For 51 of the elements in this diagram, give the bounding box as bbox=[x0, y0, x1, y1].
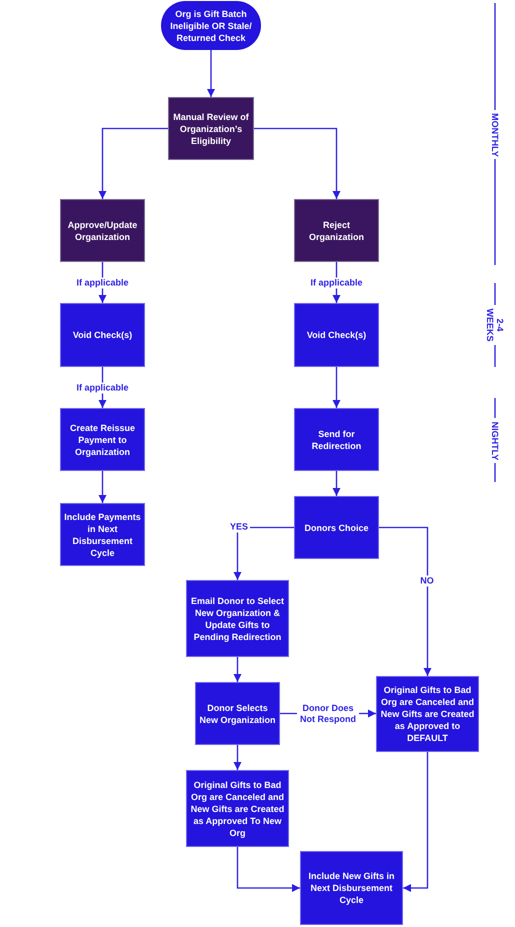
review-box bbox=[60, 199, 145, 262]
box-label: Include New Gifts in Next Disbursement Cycle bbox=[307, 870, 396, 906]
box-label: Original Gifts to Bad Org are Canceled and New Gifts are Created as Approved to DEFAULT bbox=[380, 684, 476, 744]
process-box bbox=[186, 580, 289, 657]
period-label: NIGHTLY bbox=[490, 420, 500, 462]
arrow bbox=[234, 657, 242, 682]
edge-label: If applicable bbox=[308, 277, 364, 288]
box-label: Approve/Update Organization bbox=[66, 218, 138, 242]
review-box bbox=[294, 199, 379, 262]
period-label: MONTHLY bbox=[490, 112, 500, 158]
box-label: Manual Review of Organization’s Eligibility bbox=[172, 110, 250, 146]
arrow bbox=[207, 50, 215, 97]
edge-label: YES bbox=[228, 522, 250, 532]
edge-label: NO bbox=[418, 576, 436, 586]
box-label: Include Payments in Next Disbursement Cycle bbox=[63, 510, 142, 558]
box-label: Create Reissue Payment to Organization bbox=[68, 422, 136, 458]
arrow bbox=[234, 526, 294, 580]
arrow bbox=[234, 745, 242, 770]
arrow bbox=[332, 471, 340, 496]
process-box bbox=[376, 676, 479, 752]
process-box bbox=[195, 682, 280, 745]
box-label: Original Gifts to Bad Org are Canceled and New Gifts are Created as Approved To New Org bbox=[190, 778, 286, 838]
box-label: Reject Organization bbox=[308, 218, 365, 242]
box-label: Email Donor to Select New Organization & Update Gifts to Pending Redirection bbox=[190, 594, 286, 642]
arrow bbox=[98, 471, 106, 503]
arrow bbox=[403, 752, 428, 892]
arrow bbox=[332, 367, 340, 408]
review-box bbox=[168, 97, 254, 160]
edge-label: Donor Does Not Respond bbox=[297, 702, 359, 724]
process-box bbox=[60, 408, 145, 471]
arrow bbox=[254, 128, 340, 199]
arrow bbox=[236, 847, 300, 892]
box-label: Donors Choice bbox=[304, 522, 368, 534]
process-box bbox=[294, 496, 379, 559]
process-box bbox=[60, 303, 145, 367]
box-label: Donor Selects New Organization bbox=[198, 702, 276, 726]
box-label: Send for Redirection bbox=[310, 428, 362, 452]
box-label: Void Check(s) bbox=[306, 329, 366, 341]
period-label: 2-4 WEEKS bbox=[485, 307, 505, 343]
process-box bbox=[294, 303, 379, 367]
process-box bbox=[300, 851, 403, 925]
edge-label: If applicable bbox=[74, 382, 130, 393]
process-box bbox=[186, 770, 289, 847]
start-terminal bbox=[161, 1, 261, 50]
process-box bbox=[60, 503, 145, 566]
arrow bbox=[98, 128, 168, 199]
arrow bbox=[379, 526, 432, 676]
edge-label: If applicable bbox=[74, 277, 130, 288]
box-label: Org is Gift Batch Ineligible OR Stale/ Returned Check bbox=[169, 8, 253, 44]
box-label: Void Check(s) bbox=[72, 329, 132, 341]
process-box bbox=[294, 408, 379, 471]
